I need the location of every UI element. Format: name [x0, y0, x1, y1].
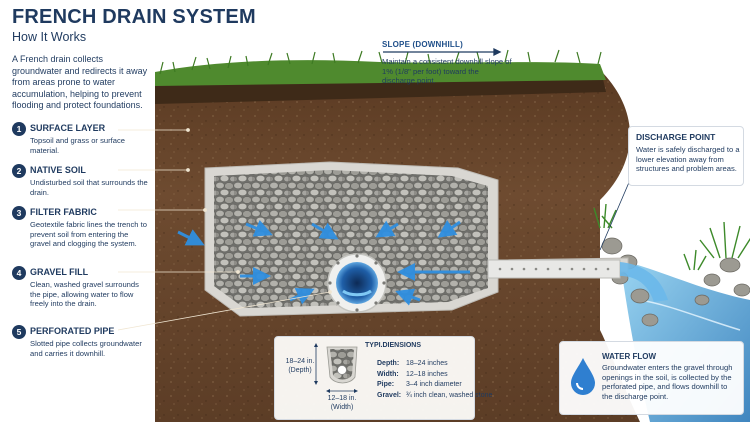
depth-label: 18–24 in. (Depth): [285, 357, 315, 375]
perforated-pipe-run: [487, 259, 621, 279]
dimension-row-label: Width:: [377, 370, 399, 378]
dimensions-table: Depth: 18–24 inches Width: 12–18 inches Pi…: [377, 359, 492, 401]
slope-title: SLOPE (DOWNHILL): [382, 40, 463, 49]
layer-description: Undisturbed soil that surrounds the drai…: [30, 178, 148, 197]
layer-title: NATIVE SOIL: [30, 165, 86, 175]
layer-description: Slotted pipe collects groundwater and ca…: [30, 339, 142, 358]
discharge-description: Water is safely discharged to a lower el…: [636, 145, 740, 174]
depth-value: 18–24 in.: [285, 358, 315, 365]
dimension-row-value: ¾ inch clean, washed stone: [406, 391, 493, 399]
layer-number-badge: 3: [12, 206, 26, 220]
layer-number-badge: 5: [12, 325, 26, 339]
leader-lines: [117, 128, 631, 331]
grass-layer: [155, 60, 606, 86]
dimension-row: Gravel: ¾ inch clean, washed stone: [377, 391, 492, 402]
page-subtitle: How It Works: [12, 30, 87, 44]
layer-description: Topsoil and grass or surface material.: [30, 136, 125, 155]
gravel-fill: [214, 170, 620, 308]
layer-description: Geotextile fabric lines the trench to pr…: [30, 220, 147, 249]
dimension-row-label: Depth:: [377, 360, 400, 367]
dimensions-title: TYPI.DIENSIONS: [365, 342, 422, 349]
page-title: FRENCH DRAIN SYSTEM: [12, 6, 256, 28]
layer-number-badge: 2: [12, 164, 26, 178]
slope-description: Maintain a consistent downhill slope of …: [382, 57, 512, 86]
water-flow-title: WATER FLOW: [602, 352, 657, 361]
layer-description: Clean, washed gravel surrounds the pipe,…: [30, 280, 139, 309]
water-flow-callout: WATER FLOW Groundwater enters the gravel…: [559, 341, 744, 415]
layer-title: SURFACE LAYER: [30, 123, 106, 133]
dimension-row: Pipe: 3–4 inch diameter: [377, 380, 492, 391]
layer-number-badge: 1: [12, 122, 26, 136]
bank-plants: [593, 203, 750, 271]
dimension-row-value: 12–18 inches: [406, 370, 448, 378]
layer-number-badge: 4: [12, 266, 26, 280]
width-caption: (Width): [330, 404, 354, 411]
width-label: 12–18 in. (Width): [325, 394, 359, 412]
dimension-row-value: 18–24 inches: [406, 360, 448, 367]
dimension-row: Depth: 18–24 inches: [377, 359, 492, 370]
slope-arrow-icon: [383, 47, 502, 57]
perforated-pipe-end: [327, 253, 387, 313]
dimension-row-label: Pipe:: [377, 381, 395, 388]
typical-dimensions-panel: 18–24 in. (Depth) 12–18 in. (Width) TYPI…: [274, 336, 492, 420]
discharge-outflow: [620, 262, 668, 302]
discharge-title: DISCHARGE POINT: [636, 132, 716, 142]
dimension-row-label: Gravel:: [377, 391, 402, 399]
layer-title: FILTER FABRIC: [30, 207, 97, 217]
dimension-diagram: [314, 343, 358, 393]
layer-title: PERFORATED PIPE: [30, 326, 115, 336]
intro-text: A French drain collects groundwater and …: [12, 54, 148, 111]
water-drop-icon: [571, 358, 595, 395]
water-flow-description: Groundwater enters the gravel through op…: [602, 363, 733, 401]
flow-arrow-icon: [177, 219, 470, 306]
dimension-row-value: 3–4 inch diameter: [406, 381, 462, 388]
depth-caption: (Depth): [288, 367, 312, 374]
dimension-row: Width: 12–18 inches: [377, 370, 492, 381]
discharge-point-callout: DISCHARGE POINT Water is safely discharg…: [628, 126, 744, 186]
layer-title: GRAVEL FILL: [30, 267, 89, 277]
rocks: [601, 237, 750, 327]
width-value: 12–18 in.: [327, 395, 357, 402]
